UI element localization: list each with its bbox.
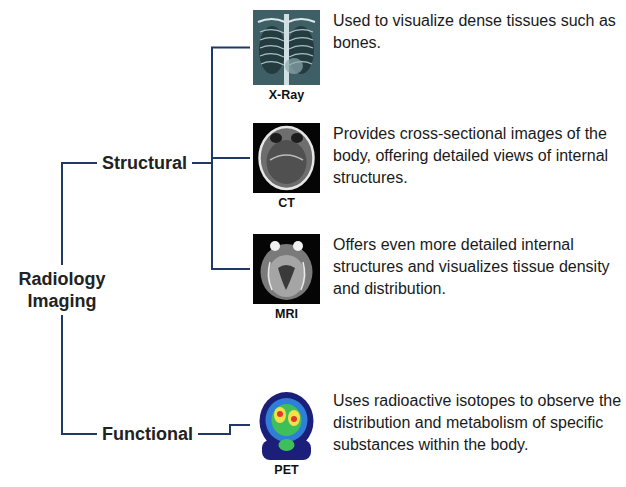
modality-caption: X-Ray bbox=[269, 88, 304, 102]
xray-heart bbox=[285, 58, 303, 74]
image-slot bbox=[253, 123, 320, 196]
pet-image bbox=[253, 390, 320, 460]
ct-image bbox=[253, 123, 320, 193]
modality-description: Uses radioactive isotopes to observe the… bbox=[333, 390, 623, 456]
xray-clavicle bbox=[258, 19, 315, 22]
root-title: Radiology Imaging bbox=[12, 268, 112, 312]
description-column: Uses radioactive isotopes to observe the… bbox=[320, 390, 623, 456]
mri-brain bbox=[268, 255, 306, 297]
mri-eye bbox=[270, 241, 280, 251]
ct-orbit bbox=[291, 133, 303, 143]
modality-description: Provides cross-sectional images of the b… bbox=[333, 123, 623, 189]
pet-peak bbox=[277, 411, 283, 417]
modality-item: X-Ray Used to visualize dense tissues suc… bbox=[253, 10, 623, 102]
pet-hotspot bbox=[274, 407, 286, 423]
root-label: Radiology Imaging bbox=[12, 268, 112, 312]
modality-caption: MRI bbox=[275, 307, 298, 321]
modality-description: Used to visualize dense tissues such as … bbox=[333, 10, 623, 54]
tree-connector bbox=[192, 163, 250, 269]
category-title: Functional bbox=[102, 423, 193, 445]
category-label: Structural bbox=[100, 152, 189, 174]
image-slot bbox=[253, 10, 320, 88]
description-column: Offers even more detailed internal struc… bbox=[320, 234, 623, 300]
modality-caption: CT bbox=[278, 196, 295, 210]
pet-cerebellum bbox=[279, 439, 295, 451]
xray-ribs bbox=[260, 30, 313, 65]
modality-item: CT Provides cross-sectional images of the… bbox=[253, 123, 623, 210]
mri-head bbox=[261, 244, 313, 300]
category-title: Structural bbox=[102, 152, 187, 174]
tree-connector bbox=[192, 48, 250, 164]
pet-uptake bbox=[272, 404, 302, 436]
pet-background bbox=[253, 390, 320, 460]
ct-brain bbox=[267, 140, 307, 184]
xray-spine bbox=[284, 14, 289, 85]
modality-item: MRI Offers even more detailed internal st… bbox=[253, 234, 623, 321]
xray-image bbox=[253, 10, 320, 85]
description-column: Provides cross-sectional images of the b… bbox=[320, 123, 623, 189]
image-column: X-Ray bbox=[253, 10, 320, 102]
modality-item: PET Uses radioactive isotopes to observe … bbox=[253, 390, 623, 477]
image-slot bbox=[253, 390, 320, 463]
tree-connector bbox=[62, 163, 97, 265]
image-column: MRI bbox=[253, 234, 320, 321]
tree-connector bbox=[62, 315, 97, 434]
tree-connector bbox=[198, 425, 250, 434]
xray-background bbox=[253, 10, 320, 85]
pet-neck bbox=[262, 440, 311, 460]
ct-bone-line bbox=[270, 155, 303, 160]
modality-caption: PET bbox=[274, 463, 298, 477]
mri-background bbox=[253, 234, 320, 304]
mri-fluid bbox=[268, 262, 304, 290]
modality-description: Offers even more detailed internal struc… bbox=[333, 234, 623, 300]
image-slot bbox=[253, 234, 320, 307]
mri-image bbox=[253, 234, 320, 304]
description-column: Used to visualize dense tissues such as … bbox=[320, 10, 623, 54]
pet-hotspot bbox=[288, 410, 300, 426]
ct-skull bbox=[260, 127, 314, 189]
xray-lung bbox=[259, 26, 285, 74]
pet-peak bbox=[291, 416, 297, 422]
pet-cortex bbox=[266, 398, 308, 442]
ct-orbit bbox=[270, 133, 282, 143]
mri-brainstem bbox=[278, 265, 295, 290]
mri-eye bbox=[293, 241, 303, 251]
category-label: Functional bbox=[100, 423, 195, 445]
image-column: PET bbox=[253, 390, 320, 477]
image-column: CT bbox=[253, 123, 320, 210]
ct-background bbox=[253, 123, 320, 193]
